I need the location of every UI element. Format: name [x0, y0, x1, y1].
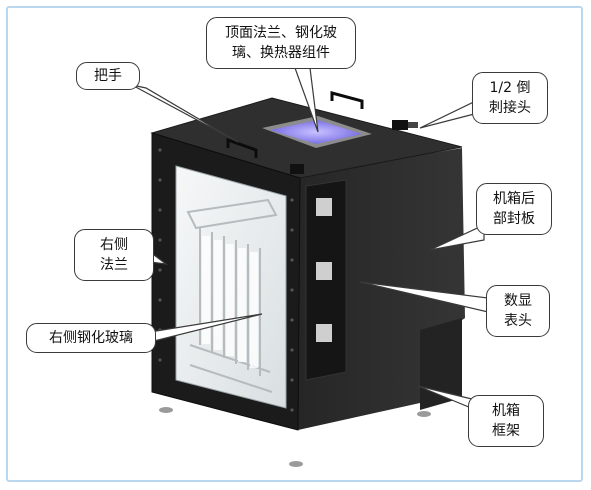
label-right-flange: 右侧 法兰: [74, 229, 154, 281]
label-digital-display: 数显 表头: [486, 285, 550, 337]
label-text: 部封板: [493, 209, 535, 229]
label-text: 机箱后: [493, 189, 535, 209]
label-text: 顶面法兰、钢化玻: [225, 23, 337, 43]
label-top-flange: 顶面法兰、钢化玻 璃、换热器组件: [206, 17, 356, 69]
label-handle: 把手: [76, 62, 140, 90]
label-text: 框架: [492, 421, 520, 441]
label-text: 机箱: [492, 401, 520, 421]
label-text: 把手: [94, 66, 122, 86]
label-text: 右侧钢化玻璃: [49, 328, 133, 348]
digital-display-panel: [306, 180, 346, 380]
label-barbed-joint: 1/2 倒 刺接头: [472, 72, 548, 124]
label-text: 右侧: [100, 235, 128, 255]
label-text: 数显: [504, 291, 532, 311]
label-right-glass: 右侧钢化玻璃: [26, 323, 156, 353]
display-meter: [316, 262, 332, 280]
label-text: 璃、换热器组件: [232, 43, 330, 63]
label-text: 1/2 倒: [490, 78, 531, 98]
label-text: 表头: [504, 311, 532, 331]
label-cabinet-frame: 机箱 框架: [468, 395, 544, 447]
label-text: 刺接头: [489, 98, 531, 118]
label-text: 法兰: [100, 255, 128, 275]
display-meter: [316, 324, 332, 342]
label-rear-plate: 机箱后 部封板: [476, 183, 552, 235]
front-tempered-glass: [176, 166, 286, 408]
display-meter: [316, 198, 332, 216]
